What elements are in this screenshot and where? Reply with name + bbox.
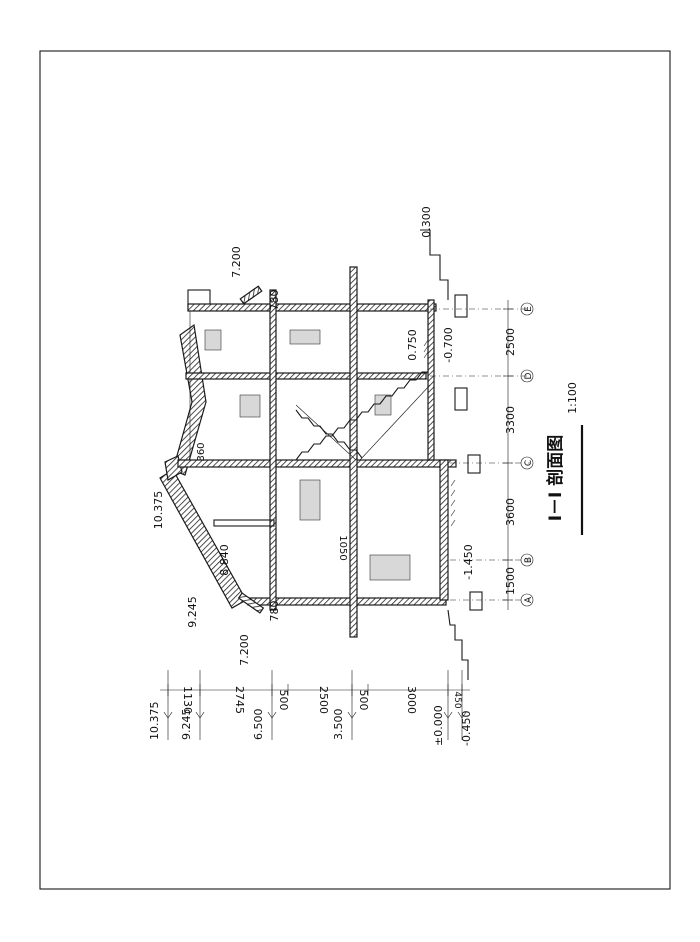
dim-500-a: 500	[277, 690, 290, 711]
axis-bubble-b: B	[520, 553, 534, 567]
elev-0300: 0.300	[420, 206, 433, 238]
room-low-2	[275, 466, 351, 599]
dim-2500-left: 2500	[317, 686, 330, 714]
sheet-border	[39, 50, 671, 890]
room-low-1	[356, 466, 441, 599]
dim-780-bottom: 780	[268, 601, 281, 622]
dim-500-b: 500	[357, 690, 370, 711]
dim-3300: 3300	[504, 406, 517, 434]
opening-6	[374, 394, 392, 416]
wall-floor-3	[269, 289, 277, 611]
beam-8840	[213, 519, 275, 527]
stair-rail-1	[295, 404, 357, 461]
ground-hatch	[423, 339, 456, 527]
elev-left-0000: ±0.000	[432, 705, 445, 746]
axis-bubble-d: D	[520, 369, 534, 383]
dim-1130: 1130	[181, 686, 194, 714]
axis-label-d: D	[524, 372, 534, 379]
room-mid-1	[356, 378, 429, 461]
axis-bubble-a: A	[520, 593, 534, 607]
stair-rail-2	[359, 384, 431, 461]
left-dim-chain	[160, 670, 470, 740]
dim-1050: 1050	[337, 535, 348, 560]
opening-5	[369, 554, 411, 581]
roof-slope-lower	[159, 469, 247, 609]
slab-d-line	[185, 372, 427, 380]
elev-0750: 0.750	[406, 329, 419, 361]
dim-3000: 3000	[405, 686, 418, 714]
axis-label-a: A	[524, 596, 534, 603]
elev-left-n0450: -0.450	[460, 711, 473, 746]
room-top-2	[275, 310, 351, 374]
dim-780-top: 780	[268, 290, 281, 311]
elev-left-9245: 9.245	[180, 709, 193, 741]
dim-1500: 1500	[504, 567, 517, 595]
axis-bubble-e: E	[520, 302, 534, 316]
opening-3	[239, 394, 261, 418]
dim-2500-bottom: 2500	[504, 328, 517, 356]
dim-3600: 3600	[504, 498, 517, 526]
stair-flight-lower	[295, 409, 363, 459]
elev-7200-top: 7.200	[230, 246, 243, 278]
wall-floor-1-lower	[439, 459, 449, 601]
roof-slope-upper	[172, 323, 207, 476]
drawing-title: I－I 剖面图	[545, 435, 566, 522]
axis-bubble-c: C	[520, 456, 534, 470]
room-mid-2	[275, 378, 351, 461]
dim-450: 450	[452, 691, 462, 708]
opening-2	[289, 329, 321, 345]
room-top-1	[356, 310, 429, 374]
elev-eave: 9.245	[186, 596, 199, 628]
opening-1	[204, 329, 222, 351]
ground-top	[420, 229, 449, 300]
elev-7200-bottom: 7.200	[238, 634, 251, 666]
room-top-3	[189, 310, 271, 374]
drawing-scale: 1:100	[566, 382, 579, 414]
axis-label-b: B	[524, 557, 534, 563]
elev-n1450: -1.450	[462, 544, 475, 579]
slab-c-line	[177, 459, 457, 468]
elev-left-10375: 10.375	[148, 702, 161, 741]
balcony-top	[239, 285, 263, 305]
axis-label-c: C	[524, 460, 534, 466]
room-mid-3	[189, 378, 271, 461]
bottom-dim-chain	[503, 300, 513, 610]
elev-ridge: 10.375	[152, 491, 165, 530]
building-section	[159, 229, 530, 680]
wall-floor-1-upper	[427, 299, 435, 461]
ground-bottom	[447, 609, 469, 680]
foundations	[454, 294, 483, 611]
wall-floor-2	[349, 266, 358, 638]
axis-label-e: E	[524, 306, 534, 312]
opening-4	[299, 479, 321, 521]
elev-8840: 8.840	[218, 544, 231, 576]
dim-360: 360	[196, 442, 207, 461]
elev-left-3500: 3.500	[332, 709, 345, 741]
elev-n0700: -0.700	[442, 327, 455, 362]
stair-flight-upper	[295, 371, 428, 461]
dim-2745: 2745	[233, 686, 246, 714]
balcony-bottom	[237, 592, 265, 614]
elev-left-6500: 6.500	[252, 709, 265, 741]
slab-e-line	[187, 303, 437, 312]
left-elev-markers	[163, 711, 467, 719]
